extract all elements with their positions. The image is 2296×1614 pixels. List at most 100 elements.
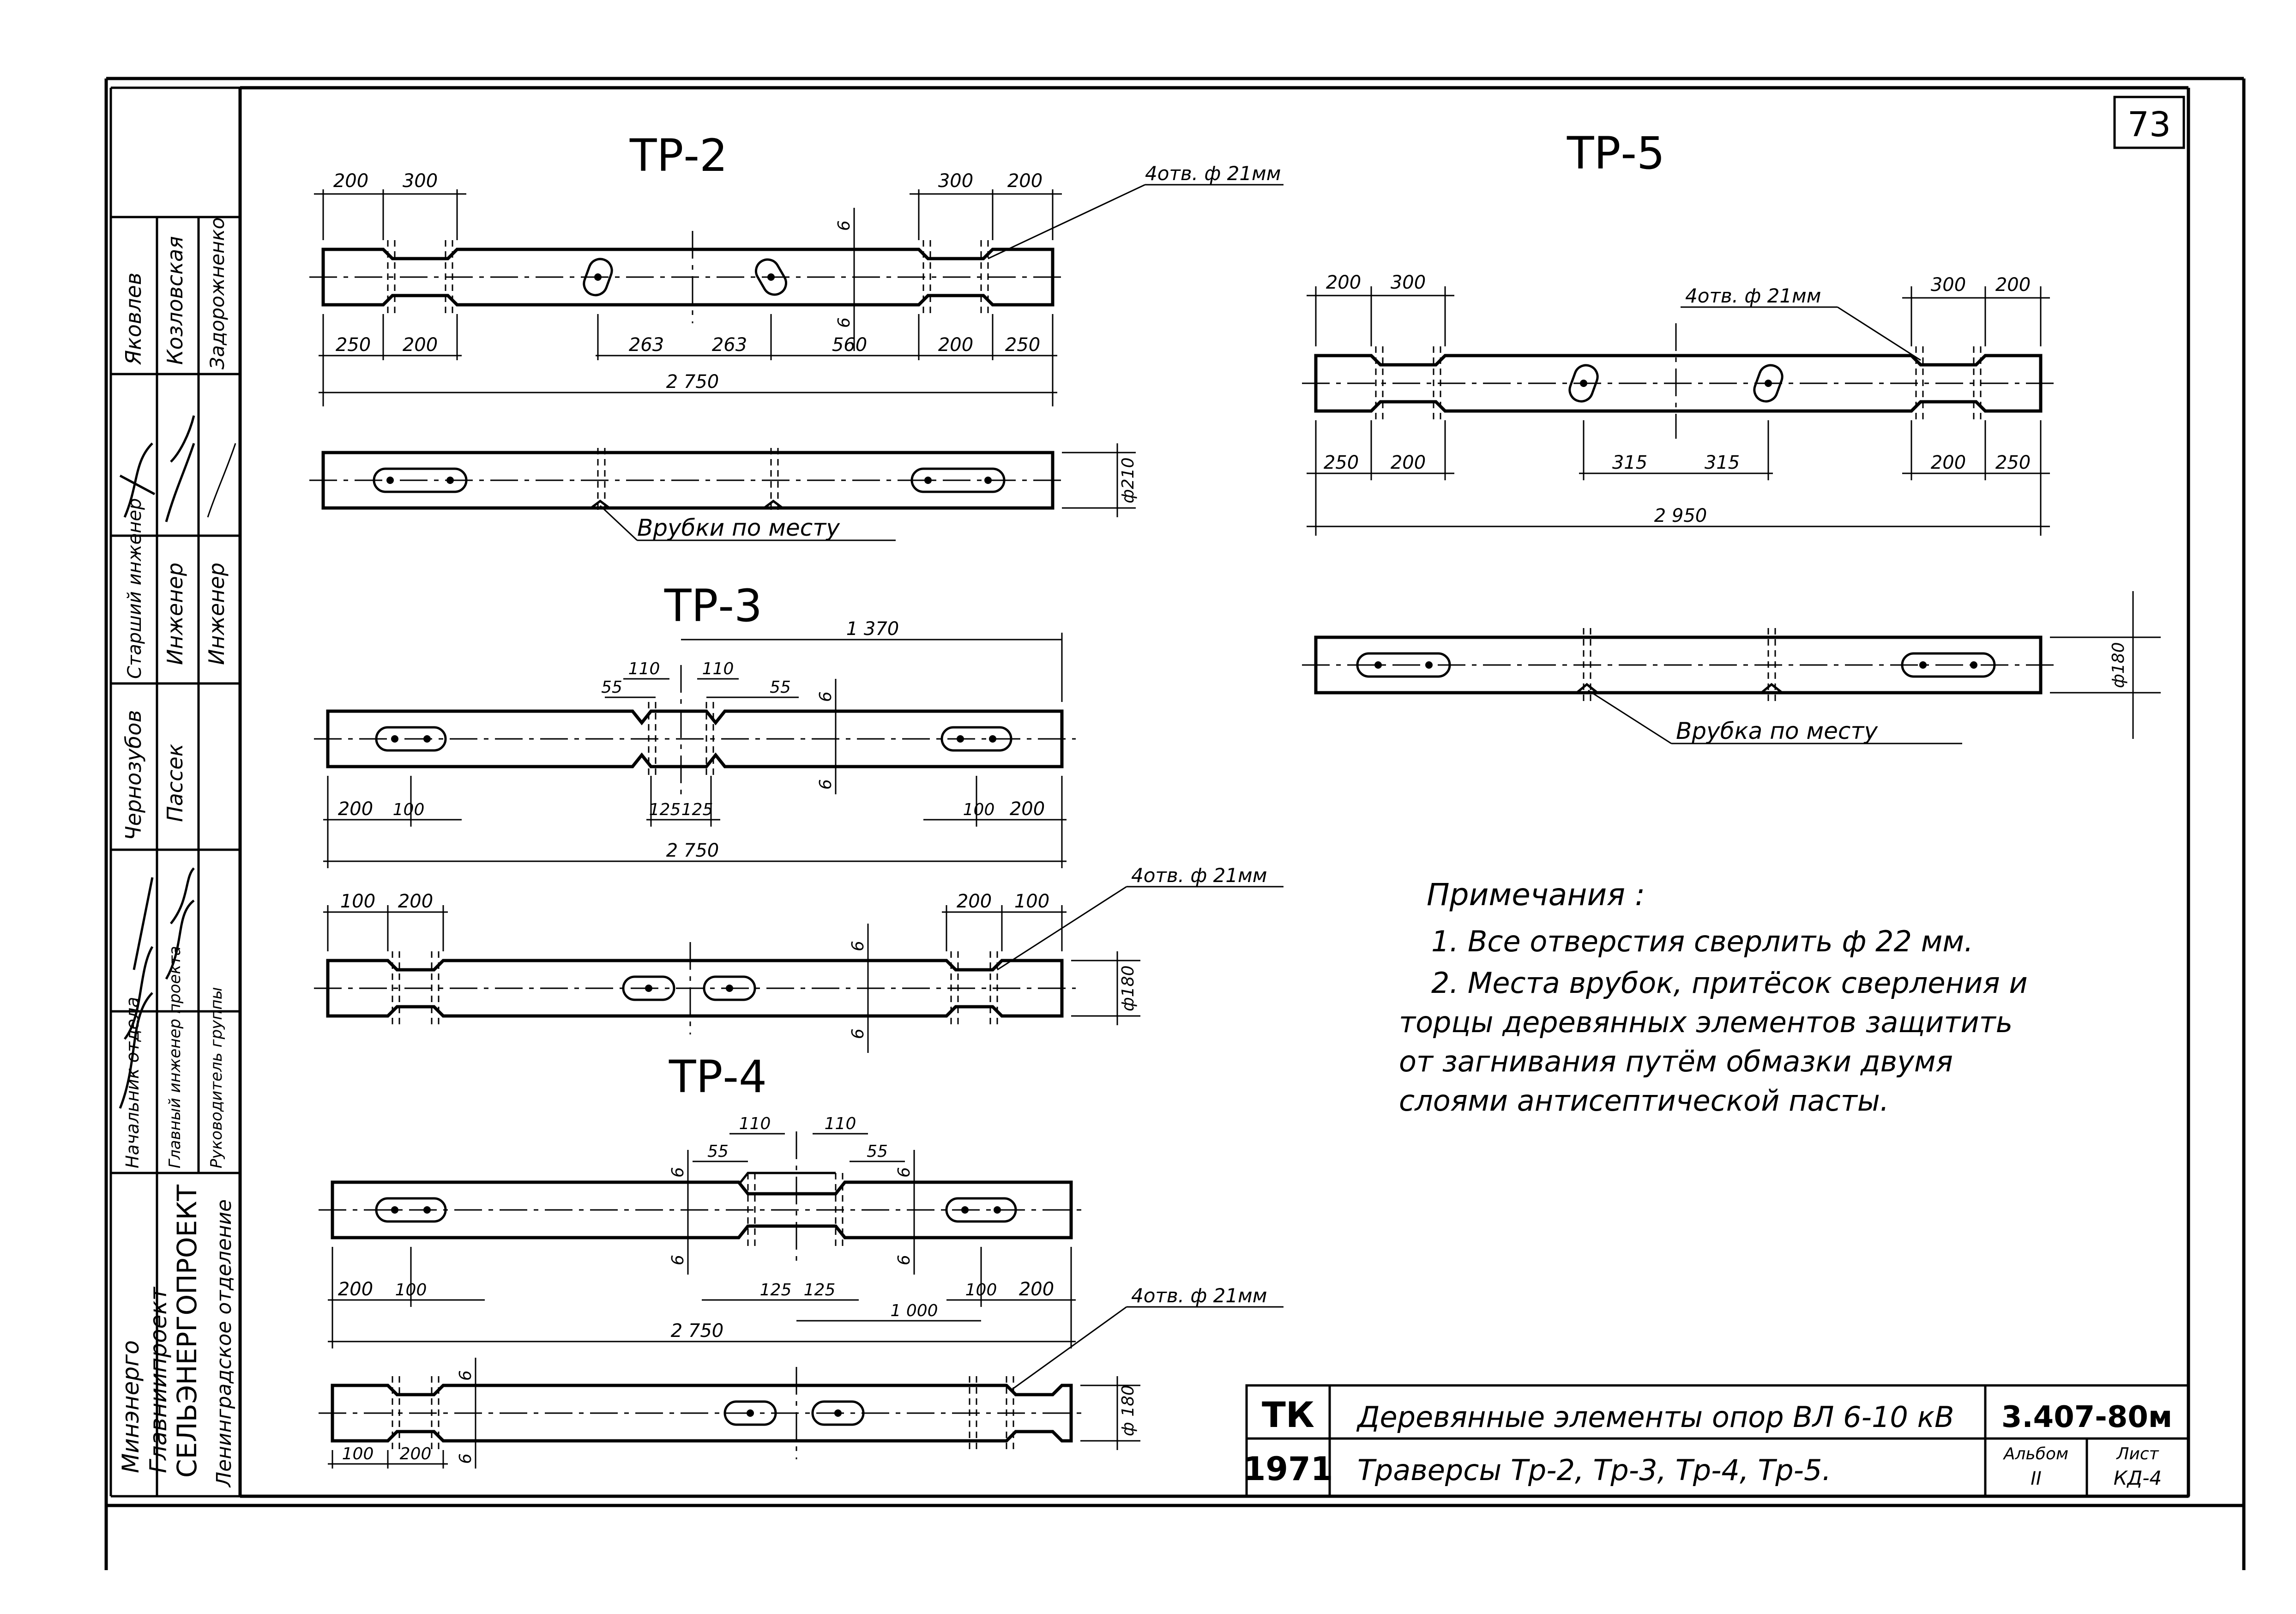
dim-label: 200: [1995, 274, 2031, 296]
dim-label: 2 750: [666, 840, 719, 861]
dim-label: 2 750: [666, 371, 719, 393]
dim-label: 200: [403, 334, 438, 356]
tr2-dims-bottom: 250 200 263 263 560 200 250 2 750: [319, 314, 1057, 406]
drawing-tr2: ТР-2 200 300 300 200 4отв. ф 21: [309, 130, 1284, 541]
dim-label: 100: [342, 1445, 374, 1463]
tr2-dims-top: 200 300 300 200 4отв. ф 21мм 6 6: [314, 162, 1284, 351]
side-stamp: Минэнерго Главниипроект СЕЛЬЭНЕРГОПРОЕКТ…: [109, 86, 240, 1498]
dim-label: 6: [849, 941, 868, 951]
dim-label: 110: [739, 1114, 771, 1133]
page-number-box: 73: [2113, 96, 2185, 149]
dim-label: 200: [1007, 170, 1043, 192]
dim-label: 6: [456, 1370, 475, 1381]
side-org3: СЕЛЬЭНЕРГОПРОЕКТ: [171, 1185, 203, 1478]
tr3-title: ТР-3: [664, 580, 762, 632]
drawing-tr3: ТР-3 1 370 110 110 55 55 6 6: [314, 580, 1284, 1053]
dim-label: 200: [338, 798, 373, 820]
dim-label: 55: [707, 1142, 729, 1161]
dim-label: 200: [1010, 798, 1045, 820]
dim-label: ф180: [2109, 642, 2128, 689]
dim-label: 1 370: [846, 618, 899, 640]
tr3-hole-callout: 4отв. ф 21мм: [1131, 864, 1267, 887]
notes-block: Примечания : 1. Все отверстия сверлить ф…: [1399, 877, 2028, 1118]
sheet-frame: [104, 77, 2246, 1570]
dim-label: 100: [965, 1281, 997, 1300]
dim-label: 6: [895, 1167, 914, 1178]
tr4-dims-bottom: 200 100 125 125 100 200 1 000 2 750: [328, 1247, 1076, 1348]
tr4-title: ТР-4: [669, 1051, 767, 1103]
dim-label: 100: [395, 1281, 427, 1300]
notes-line2: 2. Места врубок, притёсок сверления и: [1431, 966, 2028, 1000]
stamp-title-line1: Деревянные элементы опор ВЛ 6-10 кВ: [1356, 1400, 1954, 1434]
drawing-tr4: ТР-4 110 110 55 55 6 6 6 6: [319, 1051, 1284, 1469]
dim-label: 6: [456, 1453, 475, 1464]
signature-2: [165, 867, 195, 980]
title-block: ТК 1971 Деревянные элементы опор ВЛ 6-10…: [1243, 1384, 2190, 1498]
dim-label: 6: [895, 1255, 914, 1265]
side-org2: Главниипроект: [145, 1286, 172, 1473]
dim-label: 200: [338, 1279, 373, 1300]
tr5-title: ТР-5: [1567, 127, 1665, 179]
dim-label: 55: [770, 678, 791, 697]
dim-label: 125: [760, 1281, 792, 1300]
side-role5: Инженер: [163, 562, 187, 665]
dim-label: 100: [963, 800, 995, 819]
tr5-dims-top: 200 300 300 200 4отв. ф 21мм: [1307, 272, 2050, 361]
dim-label: 263: [629, 334, 664, 356]
dim-label: ф 180: [1119, 1385, 1138, 1436]
dim-label: 125: [681, 800, 713, 819]
dim-label: 55: [867, 1142, 888, 1161]
dim-label: 200: [1326, 272, 1361, 293]
dim-label: 100: [393, 800, 425, 819]
dim-label: 200: [333, 170, 368, 192]
notes-line3: торцы деревянных элементов защитить: [1399, 1005, 2013, 1039]
signature-5: [207, 443, 236, 518]
dim-label: 6: [835, 317, 854, 328]
tr5-dims-bottom: 250 200 315 315 200 250 2 950: [1307, 420, 2050, 536]
signature-4: [165, 415, 195, 522]
tr3-dims-top: 1 370 110 110 55 55 6 6: [601, 618, 1063, 794]
stamp-album-label: Альбом: [2003, 1445, 2068, 1463]
dim-label: 200: [400, 1445, 432, 1463]
tr4-hole-callout: 4отв. ф 21мм: [1131, 1284, 1267, 1307]
side-role4: Старший инженер: [124, 498, 145, 679]
tr3-dims-bottom: 200 100 125 125 100 200 2 750: [323, 776, 1067, 868]
dim-label: 125: [804, 1281, 836, 1300]
dim-label: 263: [712, 334, 747, 356]
side-name4: Козловская: [163, 236, 187, 365]
dim-label: 100: [340, 891, 375, 912]
side-name5: Задорожненко: [206, 218, 229, 369]
tr5-hole-callout: 4отв. ф 21мм: [1685, 284, 1821, 307]
dim-label: 300: [1391, 272, 1426, 293]
dim-label: 125: [649, 800, 681, 819]
dim-label: 6: [816, 691, 835, 702]
dim-label: 250: [336, 334, 371, 356]
dim-label: 250: [1324, 452, 1359, 473]
side-role2: Главный инженер проекта: [166, 946, 184, 1168]
tr3-dims-side: 100 200 200 100 4отв. ф 21мм 6 6 ф180: [323, 864, 1284, 1053]
tr2-hole-callout: 4отв. ф 21мм: [1145, 162, 1281, 185]
tr4-dims-top: 110 110 55 55 6 6 6 6: [669, 1114, 915, 1275]
dim-label: 6: [816, 779, 835, 790]
stamp-title-line2: Траверсы Тр-2, Тр-3, Тр-4, Тр-5.: [1357, 1453, 1831, 1487]
dim-label: 6: [849, 1028, 868, 1039]
dim-label: 6: [669, 1255, 687, 1265]
stamp-sheet-label: Лист: [2115, 1445, 2159, 1463]
dim-label: 250: [1995, 452, 2031, 473]
notes-line4: от загнивания путём обмазки двумя: [1399, 1045, 1953, 1078]
dim-label: 200: [1391, 452, 1426, 473]
dim-label: 200: [957, 891, 992, 912]
dim-label: 55: [601, 678, 622, 697]
side-org4: Ленинградское отделение: [212, 1199, 236, 1488]
notes-heading: Примечания :: [1427, 877, 1645, 913]
signature-1: [119, 877, 154, 1109]
side-name3: Пассек: [163, 744, 187, 822]
drawing-tr5: ТР-5 200 300 300 200 4отв. ф 21мм: [1302, 127, 2161, 744]
dim-label: 110: [702, 659, 734, 678]
stamp-sheet-value: КД-4: [2114, 1467, 2162, 1489]
dim-label: 200: [938, 334, 973, 356]
dim-label: 560: [832, 334, 867, 356]
stamp-album-value: II: [2031, 1468, 2042, 1489]
tr2-slot-right: [755, 258, 787, 296]
tr2-notch-label: Врубки по месту: [637, 514, 840, 541]
